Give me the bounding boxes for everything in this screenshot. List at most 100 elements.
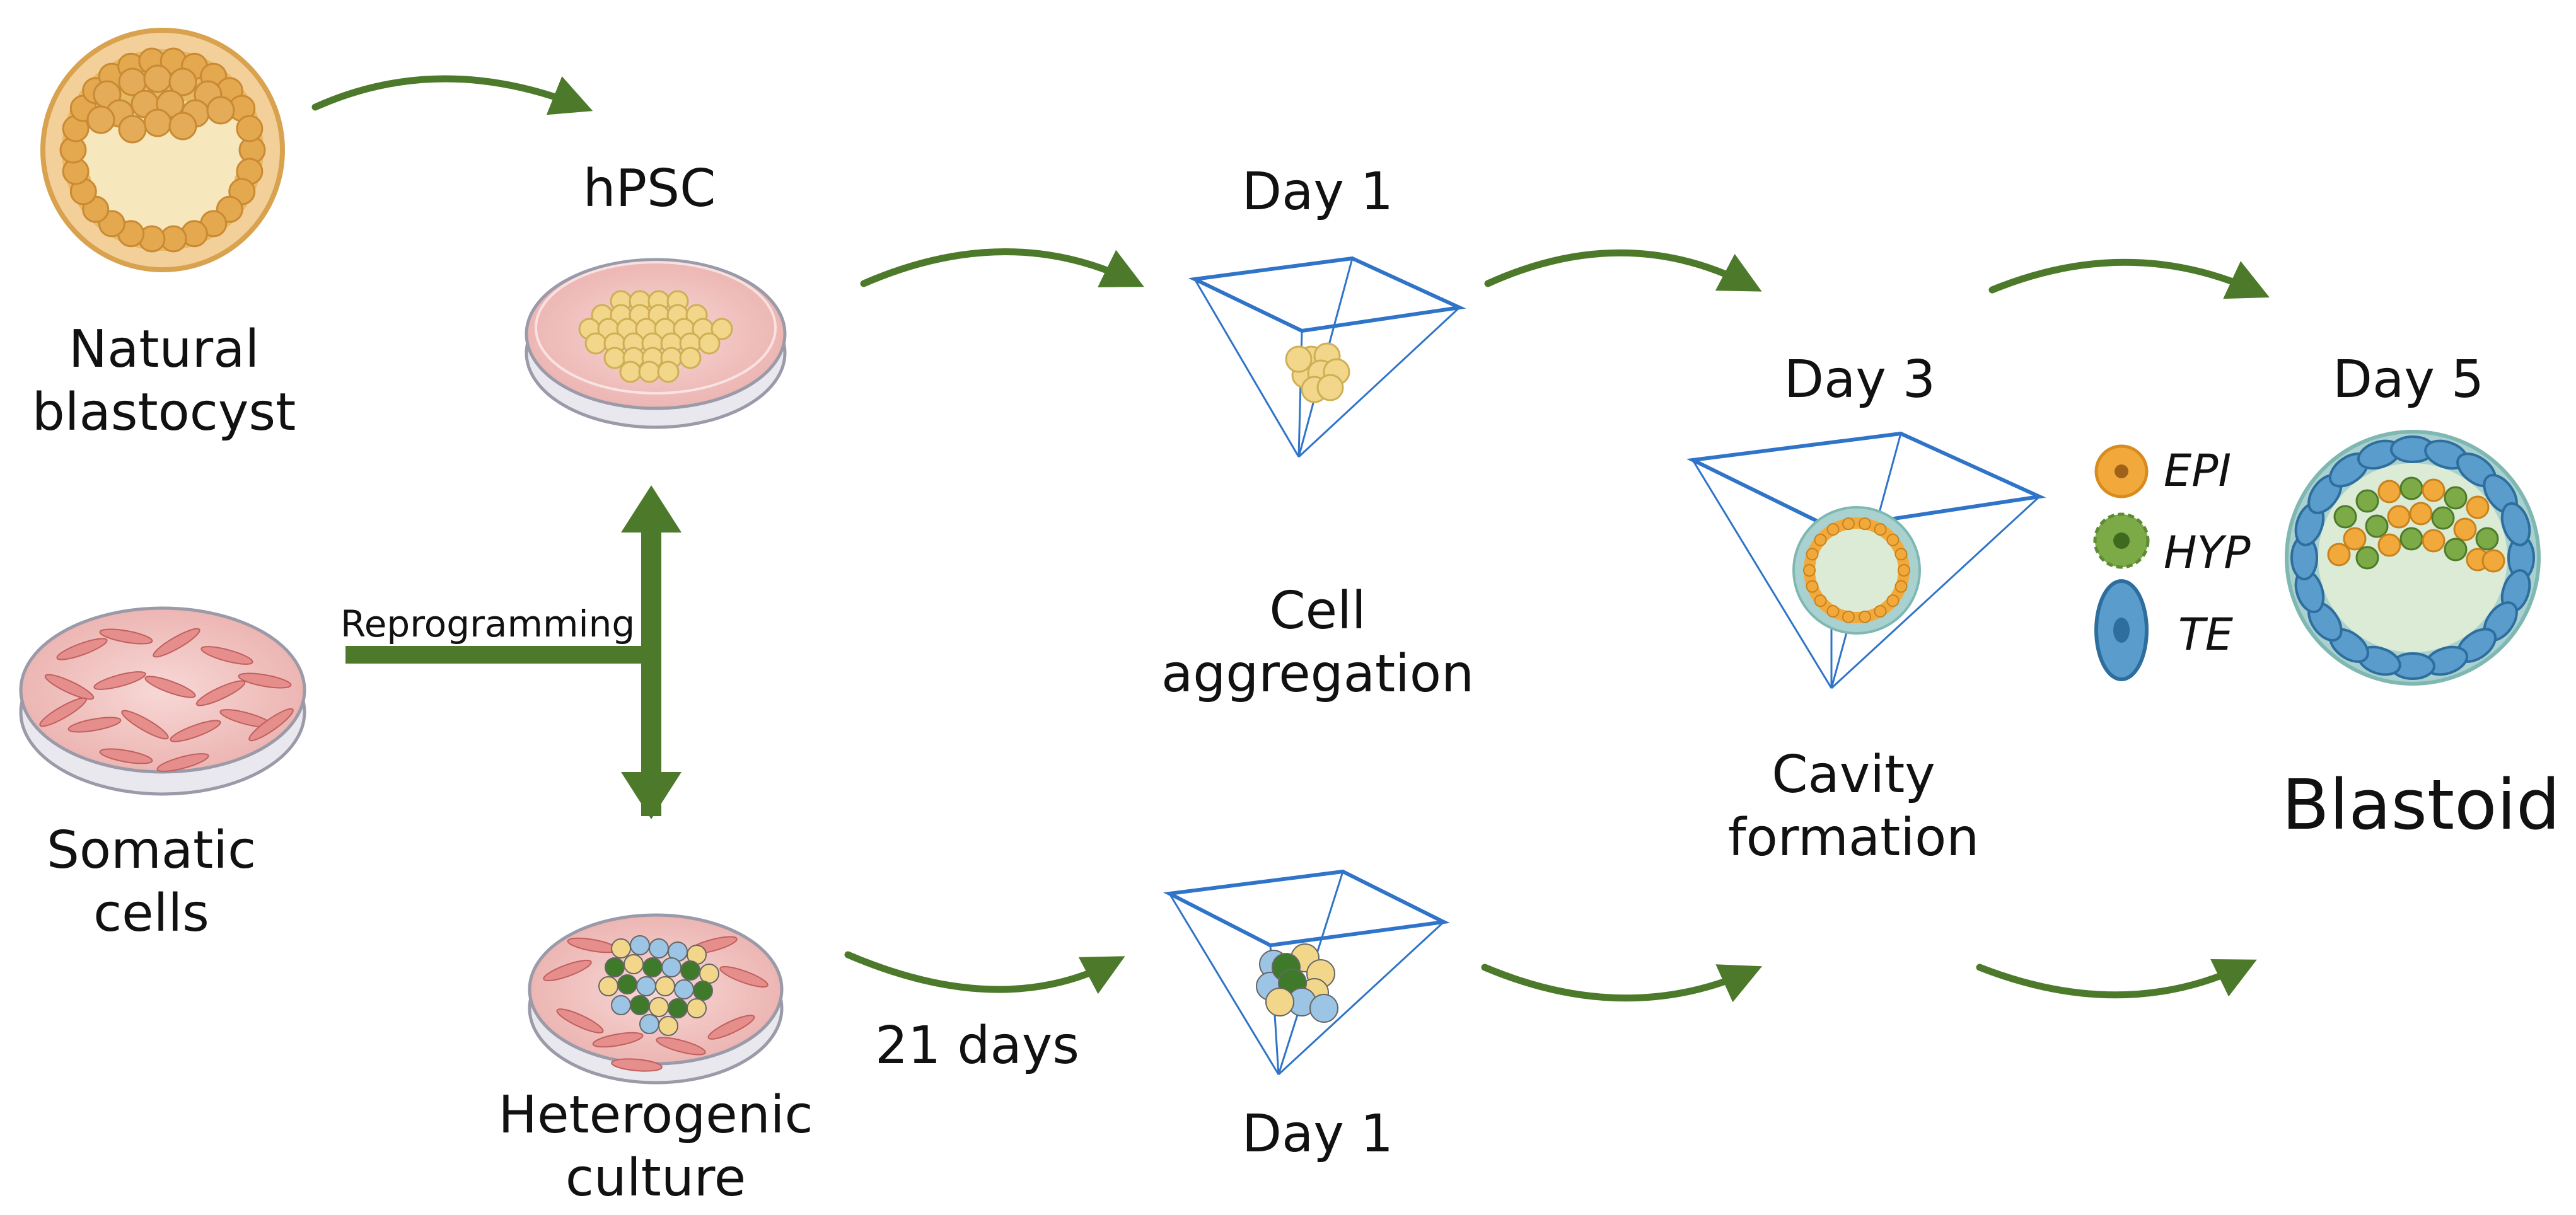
- label-natural-line1: Natural: [68, 320, 260, 379]
- label-cell-aggregation: Cell aggregation: [1154, 580, 1482, 706]
- mixed-cell: [617, 974, 637, 994]
- icm-cell: [2333, 505, 2357, 529]
- aggregate-cell: [1285, 345, 1313, 373]
- label-reprogramming: Reprogramming: [340, 602, 635, 645]
- mixed-cell: [630, 995, 650, 1015]
- hpsc-dish-icon: [525, 258, 787, 429]
- te-cell: [2500, 502, 2531, 546]
- arrow-bottom-to-day5: [1976, 959, 2257, 999]
- mixed-cell: [680, 960, 700, 981]
- ring-cell: [1806, 580, 1819, 593]
- mixed-cell: [605, 957, 625, 977]
- day1-top-microwell-icon: [1188, 256, 1466, 458]
- icm-cell: [2355, 489, 2379, 513]
- label-natural-line2: blastocyst: [32, 383, 296, 443]
- ring-cell: [1886, 533, 1900, 546]
- label-heterogenic-culture: Heterogenic culture: [492, 1084, 820, 1210]
- mixed-cell: [699, 964, 719, 984]
- label-21-days: 21 days: [875, 1016, 1079, 1076]
- icm-cell: [2422, 529, 2445, 553]
- fibroblast: [121, 710, 169, 740]
- icm-cell: [118, 115, 147, 144]
- ring-cell: [1874, 523, 1887, 536]
- ring-cell: [1806, 548, 1819, 561]
- fibroblast: [67, 717, 122, 733]
- fibroblast: [238, 672, 292, 689]
- arrow-blastocyst-to-hpsc: [311, 75, 593, 115]
- ring-cell: [1894, 548, 1908, 561]
- legend: [2093, 444, 2150, 681]
- stem-cell: [584, 332, 607, 355]
- fibroblast: [248, 708, 294, 742]
- ring-cell: [1859, 517, 1872, 531]
- ring-cell: [1859, 610, 1872, 623]
- label-cell-line2: aggregation: [1161, 644, 1475, 705]
- stem-cell: [679, 347, 702, 369]
- label-somatic-line2: cells: [93, 884, 209, 944]
- stem-cell: [619, 360, 642, 383]
- mixed-cell: [636, 976, 656, 996]
- fibroblast: [44, 674, 95, 700]
- fibroblast: [56, 638, 108, 660]
- arrow-day1b-to-day3: [1481, 964, 1763, 1003]
- mixed-cell: [668, 998, 688, 1018]
- arrow-day3-to-day5: [1988, 258, 2270, 299]
- blastocyst-cell: [236, 115, 264, 142]
- stem-cell: [603, 347, 626, 369]
- legend-epi-label: EPI: [2164, 445, 2232, 497]
- icm-cell: [2431, 506, 2455, 530]
- label-heterogenic-line1: Heterogenic: [498, 1085, 813, 1145]
- fibroblast: [153, 628, 200, 658]
- label-cavity-formation: Cavity formation: [1696, 744, 2011, 870]
- ring-cell: [1842, 610, 1855, 623]
- fibroblast: [719, 965, 769, 988]
- mixed-cell: [661, 957, 682, 977]
- legend-hyp-label: HYP: [2164, 527, 2251, 579]
- mixed-cell: [642, 957, 663, 977]
- ring-cell: [1898, 564, 1910, 577]
- mixed-cell: [598, 976, 618, 996]
- icm-cell: [2444, 538, 2468, 561]
- natural-blastocyst-icon: [40, 28, 285, 272]
- mixed-cell: [674, 979, 694, 999]
- fibroblast: [543, 959, 592, 982]
- ring-cell: [1894, 580, 1908, 593]
- ring-cell: [1886, 594, 1900, 608]
- label-blastoid: Blastoid: [2282, 764, 2560, 845]
- fibroblast: [99, 628, 153, 645]
- icm-cell: [2387, 505, 2411, 529]
- stem-cell: [711, 318, 733, 340]
- icm-cell: [2444, 486, 2468, 510]
- stem-cell: [698, 332, 721, 355]
- icm-cell: [168, 67, 197, 96]
- label-natural-blastocyst: Natural blastocyst: [25, 318, 303, 444]
- mixed-cell: [630, 935, 650, 955]
- ring-cell: [1803, 564, 1816, 577]
- mixed-cell: [693, 981, 713, 1001]
- label-cavity-line1: Cavity: [1772, 745, 1935, 805]
- ring-cell: [1826, 604, 1840, 618]
- icm-cell: [2481, 549, 2505, 573]
- icm-cell: [86, 105, 115, 134]
- fibroblast: [39, 697, 87, 727]
- icm-cell: [2355, 546, 2379, 570]
- icm-cell: [2466, 495, 2490, 519]
- fibroblast: [656, 1037, 706, 1056]
- fibroblast: [170, 720, 221, 742]
- icm-cell: [2475, 527, 2499, 551]
- fibroblast: [93, 671, 146, 690]
- icm-cell: [2422, 478, 2445, 502]
- icm-cell: [168, 112, 197, 141]
- stem-cell: [657, 360, 680, 383]
- aggregate-cell: [1265, 988, 1294, 1016]
- icm-cell: [143, 64, 172, 93]
- fibroblast: [556, 1008, 604, 1034]
- day1-bottom-microwell-icon: [1163, 869, 1451, 1076]
- icm-cell: [2327, 543, 2351, 567]
- label-day1-bottom: Day 1: [1241, 1104, 1394, 1164]
- mixed-cell: [611, 938, 631, 959]
- icm-cell: [2399, 527, 2423, 551]
- label-day3: Day 3: [1784, 350, 1936, 410]
- label-day1-top: Day 1: [1241, 162, 1394, 222]
